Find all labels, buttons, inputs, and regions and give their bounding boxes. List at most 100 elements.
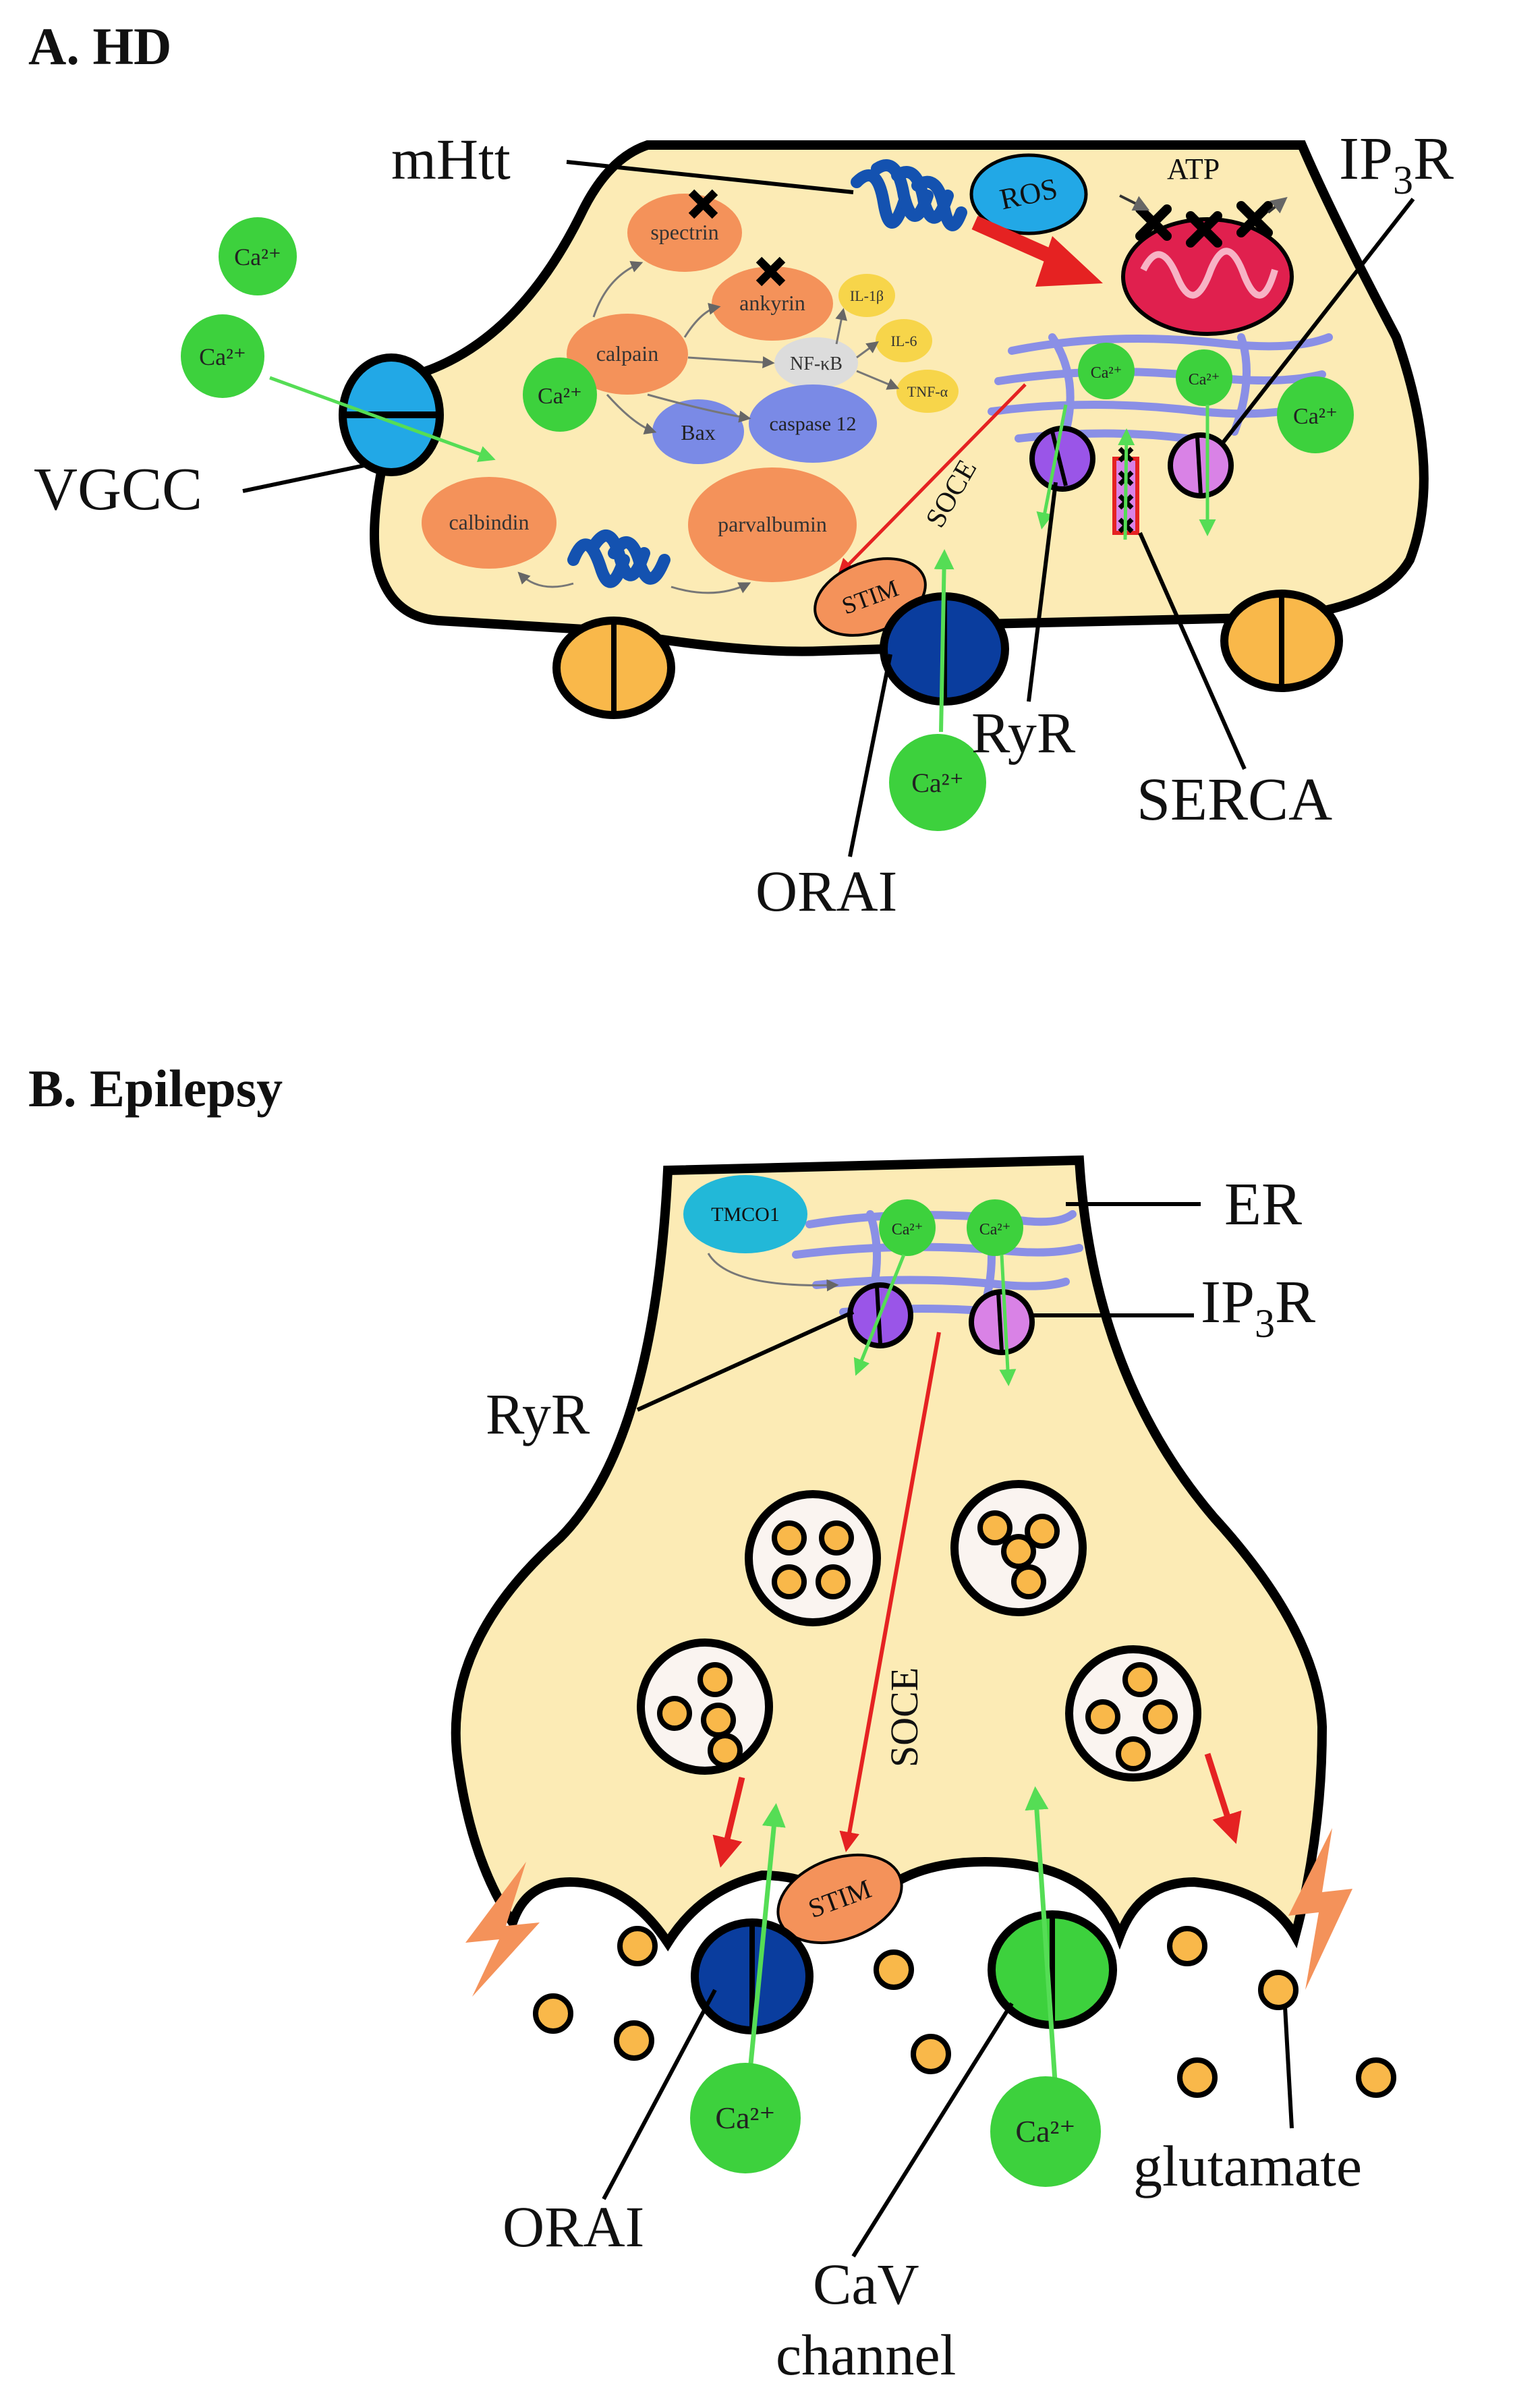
serca-leader — [1138, 532, 1247, 770]
ca-ion-a3: Ca²⁺ — [523, 358, 597, 432]
cav-label-line1: CaV — [813, 2252, 919, 2316]
ca-ion-b4: Ca²⁺ — [990, 2076, 1101, 2187]
ryr-channel-a — [1029, 426, 1095, 492]
caspase12-label: caspase 12 — [769, 413, 856, 435]
ca-ion-a7: Ca²⁺ — [889, 734, 986, 831]
lightning-icon-left — [465, 1862, 540, 1997]
vesicle-2 — [950, 1480, 1087, 1616]
orai-label-b: ORAI — [503, 2194, 644, 2259]
tmco1-node — [683, 1175, 807, 1253]
svg-text:Ca²⁺: Ca²⁺ — [979, 1221, 1011, 1238]
mhtt-aggregate — [851, 159, 967, 231]
panel-b-title: B. Epilepsy — [28, 1059, 283, 1118]
svg-text:Ca²⁺: Ca²⁺ — [1091, 364, 1122, 382]
il6-node — [876, 319, 932, 362]
signalling-arrows — [592, 260, 900, 434]
svg-text:Ca²⁺: Ca²⁺ — [199, 343, 246, 370]
vgcc-label: VGCC — [34, 456, 202, 523]
ip3r-label-b: IP3R — [1201, 1269, 1315, 1346]
svg-text:Ca²⁺: Ca²⁺ — [234, 244, 281, 270]
svg-text:Ca²⁺: Ca²⁺ — [911, 768, 964, 798]
lightning-icon-right — [1288, 1828, 1352, 1990]
orai-influx-arrow-b — [746, 1803, 786, 2085]
ca-ion-a1: Ca²⁺ — [219, 217, 297, 295]
orai-label-a: ORAI — [755, 859, 897, 923]
mhtt-aggregate-2 — [567, 530, 671, 588]
atp-label: ATP — [1167, 152, 1220, 186]
serca-label: SERCA — [1137, 766, 1332, 833]
ca-ion-b2: Ca²⁺ — [967, 1199, 1023, 1256]
tnfa-node — [896, 370, 959, 413]
svg-text:Ca²⁺: Ca²⁺ — [892, 1221, 923, 1238]
svg-text:Ca²⁺: Ca²⁺ — [1189, 371, 1220, 389]
nfkb-node — [774, 337, 858, 389]
spectrin-label: spectrin — [650, 220, 718, 244]
cav-label-line2: channel — [776, 2322, 956, 2387]
spectrin-x — [688, 189, 718, 219]
er-label: ER — [1224, 1171, 1302, 1238]
soce-arrow-b — [839, 1332, 941, 1852]
calbindin-node — [422, 477, 557, 569]
stim-node-b — [776, 1853, 903, 1945]
glutamate-label: glutamate — [1133, 2134, 1362, 2198]
glutamate-particles — [533, 1926, 1396, 2098]
cav-leader — [851, 2002, 1014, 2258]
vgcc-influx-arrow — [269, 376, 496, 462]
vesicle-4 — [1065, 1645, 1201, 1782]
ankyrin-label: ankyrin — [739, 291, 805, 315]
parvalbumin-label: parvalbumin — [718, 512, 827, 536]
svg-text:Ca²⁺: Ca²⁺ — [1015, 2114, 1075, 2148]
calbindin-arrow — [517, 571, 574, 588]
orai-influx-arrow-a — [934, 549, 954, 733]
bax-label: Bax — [681, 420, 716, 445]
ryr-leader-a — [1027, 482, 1058, 702]
tmco1-label: TMCO1 — [711, 1203, 780, 1226]
ip3r-leader-a — [1219, 198, 1415, 447]
mhtt-leader — [566, 160, 854, 194]
orai-leader-a — [848, 654, 892, 857]
ryr-label-b: RyR — [486, 1381, 590, 1446]
er-release-arrows-b — [853, 1254, 1017, 1386]
ros-arrow-head — [1035, 236, 1103, 287]
ca-ion-a5: Ca²⁺ — [1176, 349, 1232, 406]
vgcc-leader — [242, 463, 365, 493]
calpain-label: calpain — [596, 341, 658, 366]
ca-ion-b1: Ca²⁺ — [879, 1199, 936, 1256]
mitochondrion — [1121, 217, 1294, 336]
atp-block-marks — [1135, 201, 1273, 248]
ip3r-label-a: IP3R — [1339, 125, 1454, 202]
ip3r-channel-b — [969, 1289, 1035, 1355]
tmco1-arrow — [707, 1253, 839, 1292]
vgcc-channel — [339, 353, 444, 476]
ca-ion-a2: Ca²⁺ — [181, 314, 264, 398]
orai-leader-b — [602, 1989, 717, 2200]
atp-arrow — [1119, 194, 1150, 211]
ankyrin-node — [712, 266, 833, 341]
mhtt-label: mHtt — [391, 127, 511, 192]
er-release-arrows-a — [1036, 404, 1216, 540]
cav-channel — [988, 1910, 1117, 2029]
membrane-channel-a1 — [552, 617, 675, 719]
il1b-node — [838, 274, 895, 317]
caspase12-node — [749, 384, 877, 463]
vesicle-3 — [637, 1638, 773, 1775]
nfkb-label: NF-κB — [790, 353, 843, 374]
ca-ion-b3: Ca²⁺ — [690, 2063, 801, 2173]
orai-channel-b — [691, 1918, 814, 2034]
ip3r-channel-a — [1168, 432, 1234, 498]
atp-arrow-2 — [1267, 197, 1288, 214]
ankyrin-x — [755, 256, 786, 287]
calbindin-label: calbindin — [449, 510, 529, 534]
parvalbumin-arrow — [671, 582, 751, 594]
ros-node — [969, 153, 1088, 235]
ryr-label-a: RyR — [971, 700, 1076, 765]
membrane-channel-a2 — [1220, 590, 1343, 692]
glutamate-leader — [1283, 2006, 1294, 2129]
soce-arrow-a — [837, 383, 1027, 576]
ca-ion-a6: Ca²⁺ — [1277, 376, 1354, 453]
svg-text:Ca²⁺: Ca²⁺ — [538, 384, 582, 409]
tnfa-label: TNF-α — [907, 383, 948, 400]
exocytosis-arrows — [712, 1752, 1242, 1868]
